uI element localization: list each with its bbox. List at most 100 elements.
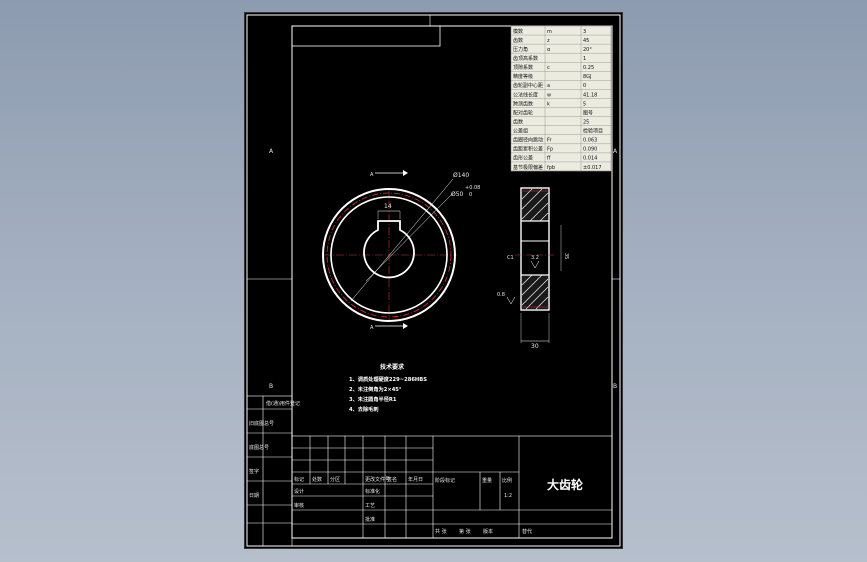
drawing-code-box	[291, 25, 441, 47]
param-value: 20°	[583, 47, 592, 53]
param-label: 公法线长度	[513, 91, 538, 98]
param-symbol: Fr	[547, 138, 553, 144]
param-label: 齿圈径向跳动	[513, 137, 543, 144]
tb-replace: 替代	[522, 528, 532, 535]
tb-count: 处数	[312, 476, 322, 483]
bore-tol-lower: 0	[469, 192, 472, 198]
tb-role-process: 工艺	[365, 503, 375, 509]
param-value: 检验项目	[583, 128, 603, 135]
tb-weight: 重量	[482, 477, 492, 484]
param-label: 公差组	[513, 128, 528, 135]
gear-root-circle	[330, 196, 448, 314]
param-value: 45	[583, 38, 589, 44]
zone-letter-b-right: B	[613, 383, 617, 390]
tb-stage: 阶段标记	[435, 477, 455, 484]
param-value: 25	[583, 119, 589, 125]
zone-letter-a-left: A	[269, 148, 274, 155]
zone-letter-b-left: B	[269, 383, 273, 390]
tb-mark: 标记	[294, 476, 304, 483]
strip-label-2: 旧底图总号	[249, 420, 274, 427]
tb-version: 版本	[483, 528, 493, 535]
param-label: 齿顶高系数	[513, 55, 538, 62]
param-symbol: w	[547, 92, 551, 98]
param-value: 0.063	[583, 138, 597, 144]
param-label: 压力角	[513, 46, 528, 53]
param-value: 5	[583, 101, 586, 107]
tb-date: 年月日	[408, 476, 423, 483]
param-symbol: a	[547, 83, 550, 89]
tb-sheet-no: 第 张	[459, 528, 471, 535]
param-label: 齿形公差	[513, 155, 533, 162]
gear-section-view: 30 35 3.2 0.8 C1	[497, 187, 569, 350]
param-symbol: c	[547, 65, 550, 71]
param-label: 齿轮副中心距	[513, 82, 543, 89]
tech-note-1: 1、调质处理硬度229~286HBS	[349, 375, 427, 383]
section-mark-bottom: A	[370, 325, 374, 331]
tech-note-3: 3、未注圆角半径R1	[349, 395, 397, 403]
strip-label-4: 签字	[249, 468, 259, 475]
bore-tol-upper: +0.08	[465, 185, 480, 191]
title-block	[291, 435, 613, 539]
tb-change-doc: 更改文件号	[365, 476, 390, 483]
gear-tip-circle	[322, 188, 456, 322]
param-value: 图号	[583, 110, 593, 116]
param-symbol: m	[547, 29, 552, 35]
param-label: 顶隙系数	[513, 64, 533, 71]
tb-role-design: 设计	[294, 488, 304, 495]
bore-dia-dim: Ø50	[451, 191, 464, 198]
strip-label-5: 日期	[249, 493, 259, 499]
roughness-a: 0.8	[497, 292, 505, 298]
param-symbol: k	[547, 101, 550, 107]
param-value: 0.090	[583, 147, 597, 153]
hub-dim: 35	[563, 253, 569, 259]
param-label: 模数	[513, 28, 523, 35]
param-value: 0	[583, 83, 586, 89]
strip-label-3: 底图总号	[249, 444, 269, 451]
drawing-canvas: A A B B 模数 m 3 齿数 z 45 压力角 α 20° 齿顶高系数 1 顶隙系数 c 0.25 精…	[246, 14, 621, 547]
drawing-title: 大齿轮	[547, 477, 584, 492]
keyway-width-dim: 14	[384, 203, 392, 210]
param-symbol: ff	[547, 156, 551, 162]
param-value: 1	[583, 56, 586, 62]
roughness-b: 3.2	[531, 255, 539, 261]
outer-dia-dim: Ø140	[453, 172, 469, 179]
drawing-sheet: A A B B 模数 m 3 齿数 z 45 压力角 α 20° 齿顶高系数 1 顶隙系数 c 0.25 精…	[245, 13, 622, 548]
zone-letter-a-right: A	[613, 148, 618, 155]
param-value: 0.25	[583, 65, 594, 71]
param-value: ±0.017	[583, 165, 602, 171]
tech-note-4: 4、去除毛刺	[349, 405, 379, 413]
strip-label-1: 借(通)用件登记	[266, 400, 300, 407]
param-label: 基节极限偏差	[513, 164, 543, 171]
technical-requirements: 技术要求 1、调质处理硬度229~286HBS 2、未注倒角为2×45° 3、未…	[349, 363, 427, 413]
param-value: 0.014	[583, 156, 597, 162]
outer-frame	[246, 14, 621, 547]
gear-front-view: 14 Ø140 Ø50 +0.08 0 A A	[322, 170, 480, 331]
param-label: 齿数	[513, 118, 523, 125]
tb-role-standard: 标准化	[365, 488, 380, 495]
face-width-dim: 30	[531, 343, 539, 350]
param-symbol: Fp	[547, 147, 553, 153]
param-label: 配对齿轮	[513, 109, 533, 116]
tb-role-review: 审核	[294, 502, 304, 509]
tb-sign: 签名	[387, 476, 397, 483]
param-label: 跨测齿数	[513, 100, 533, 107]
gear-pitch-circle	[326, 192, 452, 318]
param-value: 3	[583, 29, 586, 35]
param-label: 齿数	[513, 37, 523, 44]
param-label: 精度等级	[513, 73, 533, 80]
tech-note-2: 2、未注倒角为2×45°	[349, 385, 402, 393]
tb-scale: 比例	[502, 477, 512, 484]
tb-scale-value: 1:2	[504, 493, 512, 499]
param-symbol: α	[547, 47, 551, 53]
section-mark-top: A	[370, 172, 374, 178]
chamfer-label: C1	[507, 255, 514, 261]
tech-notes-title: 技术要求	[380, 363, 405, 371]
bore-with-keyway	[363, 220, 415, 279]
tb-role-approve: 批准	[365, 516, 375, 523]
tb-sheets-total: 共 张	[435, 528, 447, 535]
param-value: 8GJ	[583, 74, 592, 80]
param-value: 41.18	[583, 92, 597, 98]
gear-parameter-table: 模数 m 3 齿数 z 45 压力角 α 20° 齿顶高系数 1 顶隙系数 c 0.25 精度等级 8GJ 齿轮…	[510, 25, 612, 172]
param-symbol: fpb	[547, 165, 555, 171]
param-symbol: z	[547, 38, 550, 44]
